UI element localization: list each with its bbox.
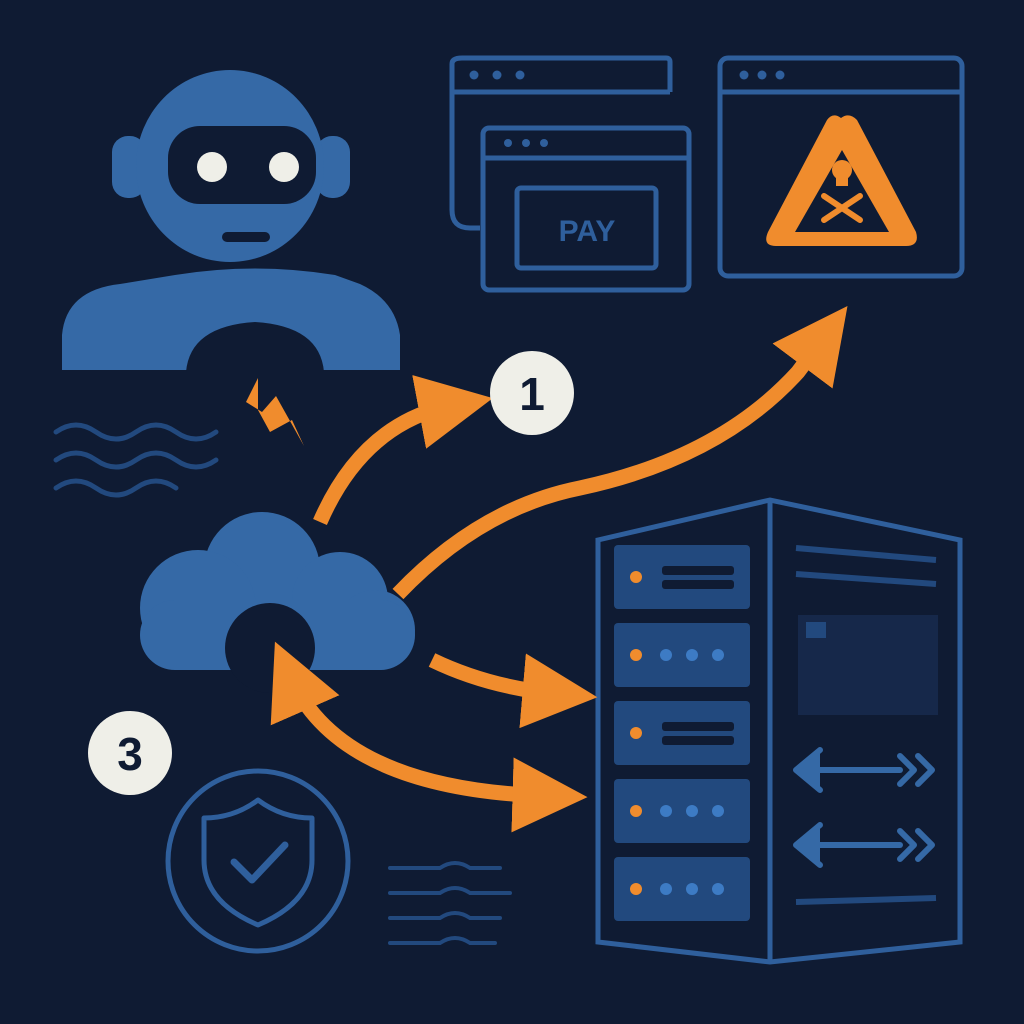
step-badge-3-label: 3: [117, 728, 143, 780]
connector-arrows: [270, 306, 848, 833]
lightning-icon: [246, 378, 304, 446]
step-badge-1: 1: [490, 351, 574, 435]
pay-button[interactable]: PAY: [514, 185, 659, 271]
browser-window-back: [449, 55, 673, 231]
pay-button-label: PAY: [559, 215, 616, 248]
bidirectional-arrow-icon: [793, 747, 935, 868]
step-badge-1-label: 1: [519, 368, 545, 420]
browser-window-front: [480, 125, 692, 293]
cloud-icon: [140, 512, 415, 693]
server-rack-icon: [595, 497, 963, 965]
arrow-cloud-server-bidirectional: [270, 641, 588, 833]
robot-icon: [62, 70, 400, 372]
skull-crossbones-icon: [821, 160, 863, 223]
shield-check-icon: [165, 768, 351, 954]
wave-lines-icon: [388, 861, 512, 945]
step-badge-3: 3: [88, 711, 172, 795]
arrow-cloud-to-step-1: [313, 375, 493, 525]
warning-window: [717, 55, 965, 279]
warning-triangle-icon: [766, 115, 917, 246]
arrow-cloud-to-warning: [392, 306, 848, 600]
wave-lines-icon: [53, 422, 219, 498]
